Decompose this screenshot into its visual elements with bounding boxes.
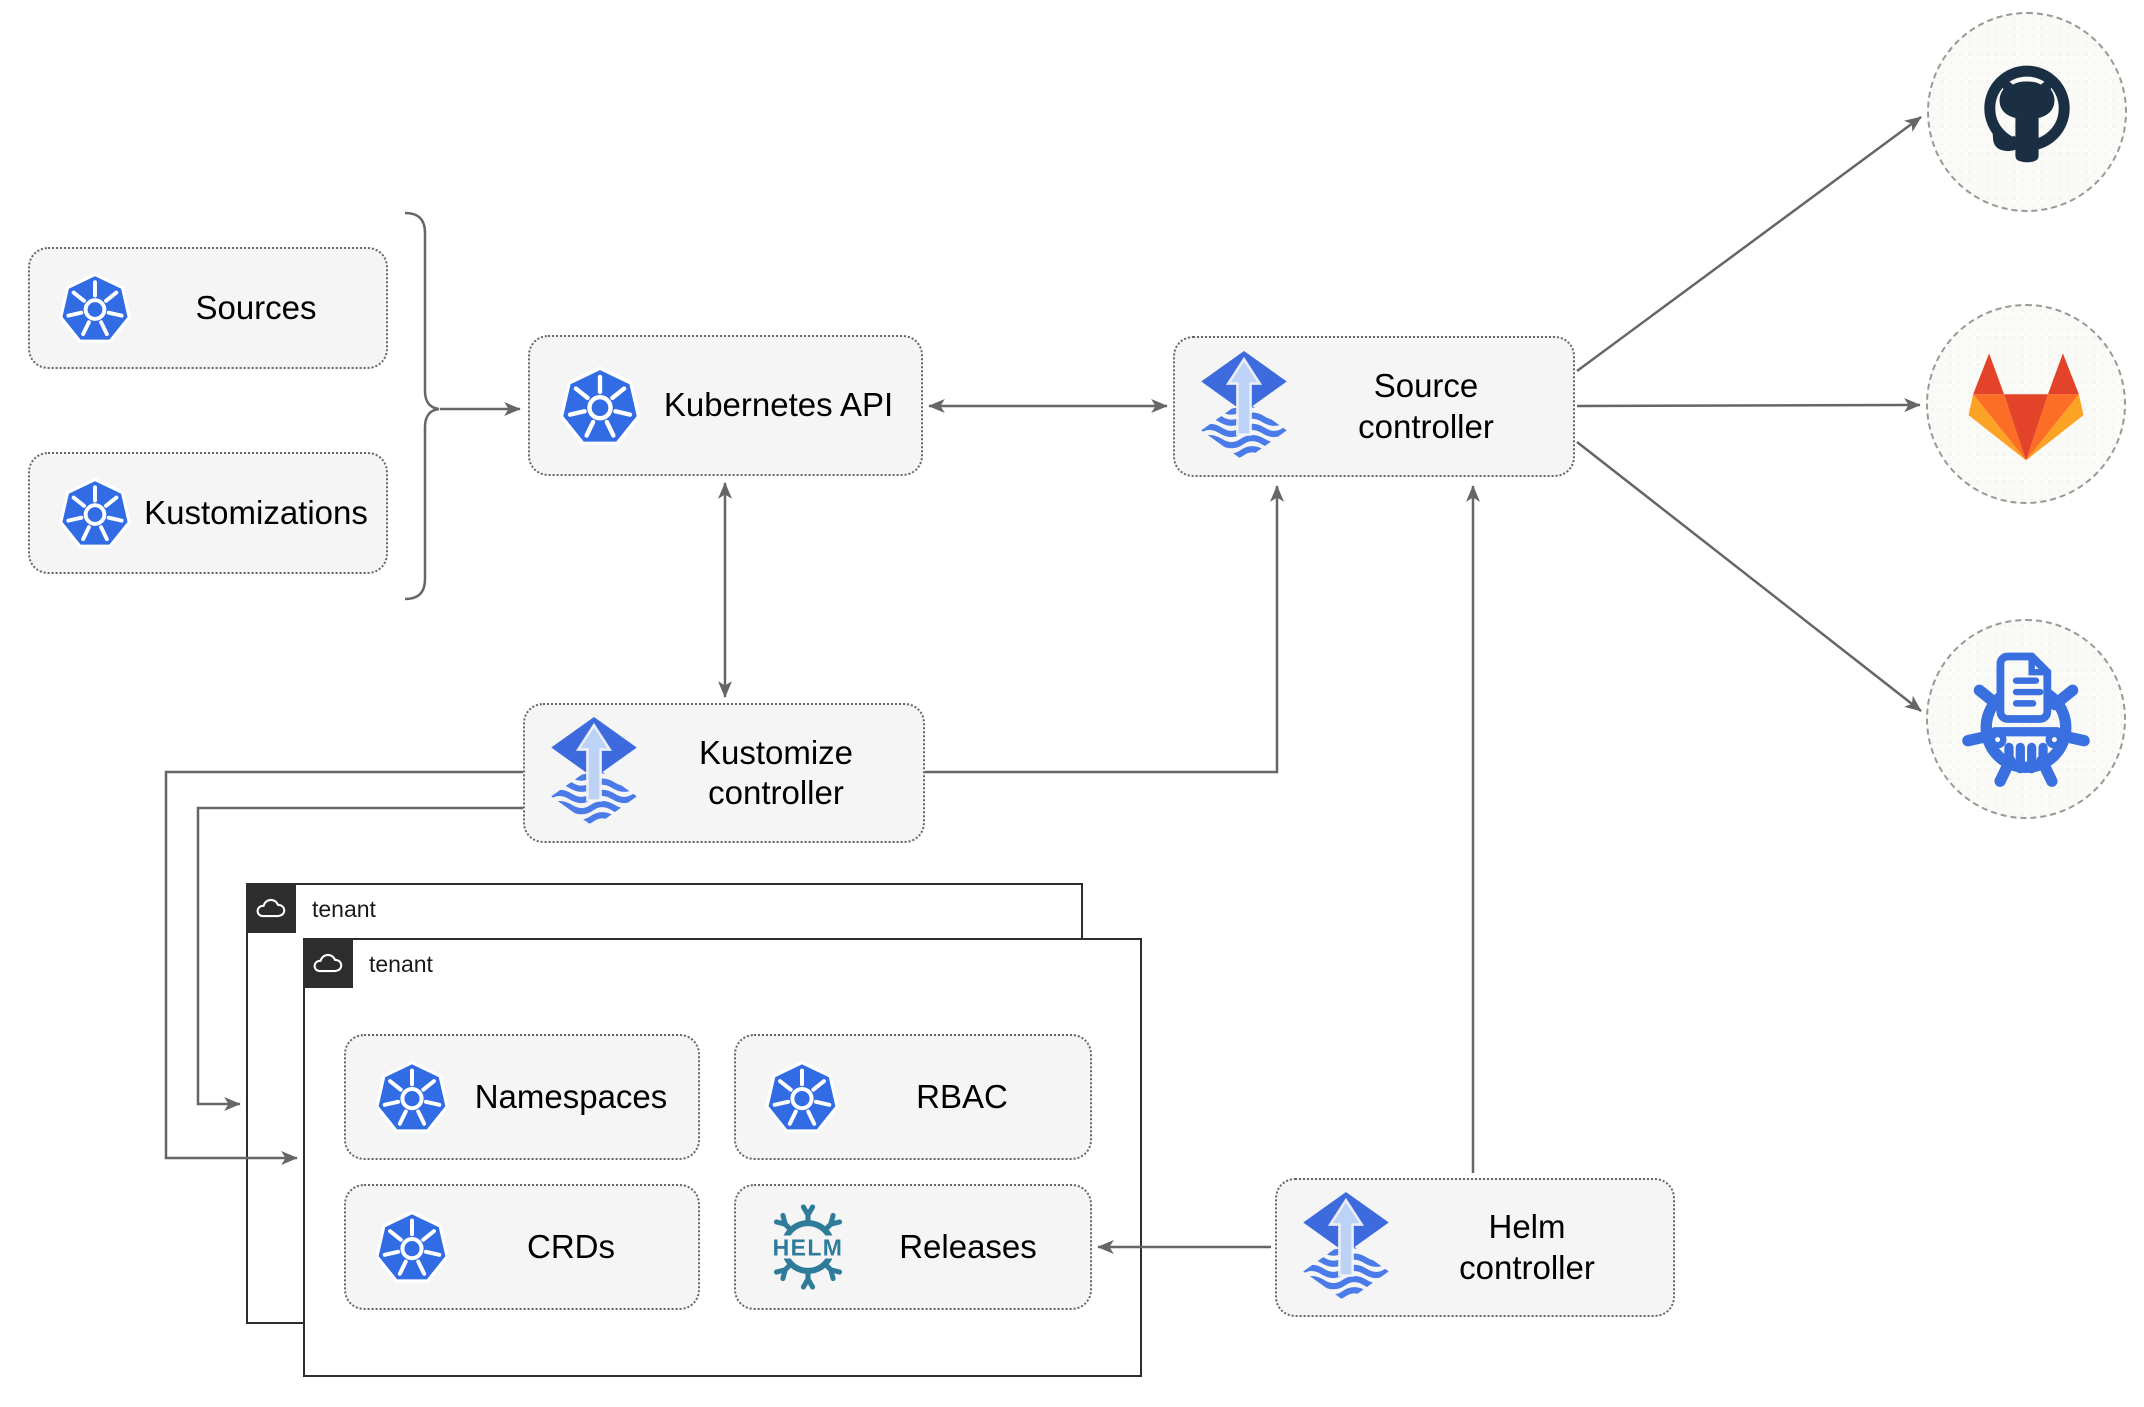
tenant-front-tab — [302, 937, 353, 988]
node-sources-label: Sources — [195, 288, 317, 326]
chart-registry-endpoint — [1926, 619, 2126, 819]
kubernetes-icon — [556, 362, 644, 450]
kubernetes-icon — [372, 1207, 452, 1287]
node-crds-label: CRDs — [527, 1227, 615, 1265]
kubernetes-icon — [762, 1057, 842, 1137]
github-icon — [1966, 51, 2088, 173]
flux-icon — [551, 717, 637, 829]
gitlab-icon — [1966, 348, 2086, 461]
kubernetes-icon — [56, 474, 134, 552]
gitlab-endpoint — [1926, 304, 2126, 504]
connector-brace-sources-kustomizations — [404, 211, 440, 601]
node-releases-label: Releases — [899, 1227, 1037, 1265]
node-namespaces-label: Namespaces — [474, 1077, 668, 1115]
node-rbac-label: RBAC — [916, 1077, 1008, 1115]
node-kustomize-controller-label: Kustomize controller — [698, 733, 854, 811]
tenant-front-label: tenant — [369, 951, 433, 977]
node-kubernetes-api: Kubernetes API — [528, 335, 923, 476]
node-helm-controller: Helm controller — [1275, 1178, 1675, 1317]
node-kubernetes-api-label: Kubernetes API — [663, 386, 894, 424]
connector-source-controller-to-gitlab — [1576, 398, 1921, 413]
flux-icon — [1201, 351, 1287, 463]
tenant-back-label: tenant — [312, 896, 376, 922]
flux-icon — [1303, 1192, 1389, 1304]
connector-kustomize-to-source-controller — [925, 485, 1284, 774]
cloud-icon — [311, 949, 345, 977]
node-namespaces: Namespaces — [344, 1034, 700, 1160]
helm-logo-text: HELM — [773, 1234, 844, 1260]
github-endpoint — [1927, 12, 2127, 212]
node-releases: HELM Releases — [734, 1184, 1092, 1310]
node-kustomize-controller: Kustomize controller — [523, 703, 925, 843]
node-rbac: RBAC — [734, 1034, 1092, 1160]
node-sources: Sources — [28, 247, 388, 369]
kubernetes-icon — [56, 269, 134, 347]
kubernetes-icon — [372, 1057, 452, 1137]
node-crds: CRDs — [344, 1184, 700, 1310]
node-kustomizations: Kustomizations — [28, 452, 388, 574]
helm-icon: HELM — [762, 1201, 854, 1293]
cloud-icon — [254, 894, 288, 922]
node-source-controller-label: Source controller — [1358, 367, 1494, 445]
node-source-controller: Source controller — [1173, 336, 1575, 477]
connector-source-controller-to-chart-registry — [1576, 441, 1922, 712]
node-helm-controller-label: Helm controller — [1459, 1208, 1595, 1286]
node-kustomizations-label: Kustomizations — [144, 493, 368, 531]
connector-source-controller-to-github — [1576, 115, 1922, 373]
chart-registry-icon — [1955, 648, 2097, 790]
tenant-back-tab — [245, 882, 296, 933]
